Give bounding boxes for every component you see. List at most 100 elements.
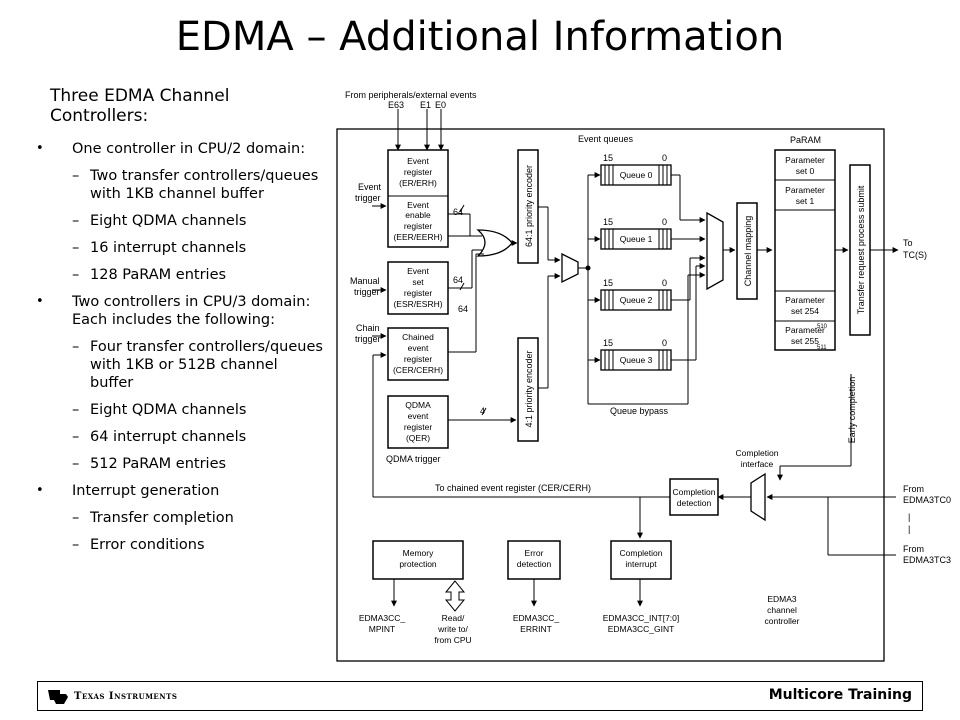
param-label: PaRAM (790, 135, 821, 145)
to-chained-label: To chained event register (CER/CERH) (435, 483, 591, 493)
errint-label: EDMA3CC_ (513, 613, 560, 623)
manual-trigger-label: trigger (354, 287, 380, 297)
qdma-event-register-box (387, 395, 449, 449)
sub-bullet-item: Eight QDMA channels (50, 212, 325, 230)
error-detection-label: Error (525, 548, 544, 558)
chain-trigger-label: Chain (356, 323, 380, 333)
sub-bullet-item: 64 interrupt channels (50, 428, 325, 446)
er-label: register (404, 167, 433, 177)
bullet-item: One controller in CPU/2 domain: (36, 140, 325, 158)
param-index-label: 511 (817, 345, 827, 351)
completion-interrupt-label: Completion (620, 548, 663, 558)
cc-label: controller (765, 616, 800, 626)
bus-width-label: 64 (458, 304, 468, 314)
eer-label: register (404, 221, 433, 231)
queue-index-label: 0 (662, 217, 667, 227)
priority-encoder-4 (517, 337, 539, 442)
esr-label: set (412, 277, 424, 287)
int-label: EDMA3CC_INT[7:0] (603, 613, 680, 623)
completion-detection-box (669, 478, 719, 516)
cer-label: event (408, 343, 429, 353)
ti-wordmark: Texas Instruments (74, 691, 178, 702)
sub-bullet-item: Two transfer controllers/queues with 1KB… (50, 167, 325, 203)
queue-bypass-label: Queue bypass (610, 406, 669, 416)
esr-label: Event (407, 266, 429, 276)
channel-mapping-label: Channel mapping (743, 216, 753, 287)
bidirectional-arrow-icon (444, 580, 466, 612)
from-peripherals-label: From peripherals/external events (345, 90, 477, 100)
event-trigger-label: trigger (355, 193, 381, 203)
mpint-label: EDMA3CC_ (359, 613, 406, 623)
queue-3 (600, 349, 672, 371)
memory-protection-label: Memory (403, 548, 434, 558)
cer-label: (CER/CERH) (393, 365, 443, 375)
or-gate (476, 229, 513, 257)
completion-interrupt-box (610, 540, 672, 580)
from-tc3-label: EDMA3TC3 (903, 555, 951, 565)
esr-label: (ESR/ESRH) (393, 299, 442, 309)
multicore-training-label: Multicore Training (768, 687, 912, 703)
qer-label: QDMA (405, 400, 431, 410)
edma3cc-outline (336, 128, 885, 662)
from-tc3-label: From (903, 544, 924, 554)
chained-event-register-box (387, 327, 449, 381)
rw-label: write to/ (437, 624, 468, 634)
queue-2 (600, 289, 672, 311)
queue-label: Queue 0 (620, 170, 653, 180)
e1-label: E1 (420, 100, 431, 110)
completion-interrupt-label: interrupt (625, 559, 657, 569)
bus-width-label: 64 (453, 275, 463, 285)
from-tc0-label: EDMA3TC0 (903, 495, 951, 505)
e0-label: E0 (435, 100, 446, 110)
cc-label: EDMA3 (767, 594, 797, 604)
error-detection-label: detection (517, 559, 552, 569)
bus-width-label: 4 (480, 406, 485, 416)
bullet-item: Two controllers in CPU/3 domain: Each in… (36, 293, 325, 329)
event-register-box (387, 149, 449, 248)
event-queues-label: Event queues (578, 134, 634, 144)
param-set-label: set 254 (791, 306, 819, 316)
sub-bullet-item: Transfer completion (50, 509, 325, 527)
er-label: Event (407, 156, 429, 166)
trps-label: Transfer request process submit (856, 185, 866, 314)
param-set-label: Parameter (785, 185, 825, 195)
e63-label: E63 (388, 100, 404, 110)
footer-bar: Texas Instruments Multicore Training (37, 681, 923, 711)
queue-index-label: 15 (603, 153, 613, 163)
list-heading: Three EDMA Channel Controllers: (50, 86, 230, 126)
chain-trigger-label: trigger (355, 334, 381, 344)
param-set-label: set 0 (796, 166, 815, 176)
input-mux (561, 252, 579, 284)
param-set-label: set 1 (796, 196, 815, 206)
channel-mapping-box (736, 202, 758, 300)
completion-interface-label: Completion (736, 448, 779, 458)
eer-label: Event (407, 200, 429, 210)
sub-bullet-item: 512 PaRAM entries (50, 455, 325, 473)
queue-index-label: 15 (603, 217, 613, 227)
param-set-label: Parameter (785, 155, 825, 165)
tc-separator: | (908, 512, 910, 522)
bullet-item: Interrupt generation (36, 482, 325, 500)
param-set-label: Parameter (785, 295, 825, 305)
queue-label: Queue 1 (620, 234, 653, 244)
int-label: EDMA3CC_GINT (608, 624, 675, 634)
bullet-list: Three EDMA Channel Controllers: One cont… (36, 86, 325, 563)
rw-label: from CPU (434, 635, 471, 645)
sub-bullet-item: 128 PaRAM entries (50, 266, 325, 284)
sub-bullet-item: Eight QDMA channels (50, 401, 325, 419)
early-completion-label: Early completion (847, 377, 857, 444)
queue-index-label: 15 (603, 338, 613, 348)
rw-label: Read/ (442, 613, 465, 623)
param-set-label: set 255 (791, 336, 819, 346)
completion-detection-label: Completion (673, 487, 716, 497)
eer-label: enable (405, 210, 431, 220)
sub-bullet-item: Four transfer controllers/queues with 1K… (50, 338, 325, 392)
cer-label: register (404, 354, 433, 364)
to-tc-label: To (903, 238, 913, 248)
queue-index-label: 15 (603, 278, 613, 288)
esr-label: register (404, 288, 433, 298)
sub-bullet-item: 16 interrupt channels (50, 239, 325, 257)
memory-protection-label: protection (399, 559, 437, 569)
ti-logo-icon (48, 690, 68, 704)
